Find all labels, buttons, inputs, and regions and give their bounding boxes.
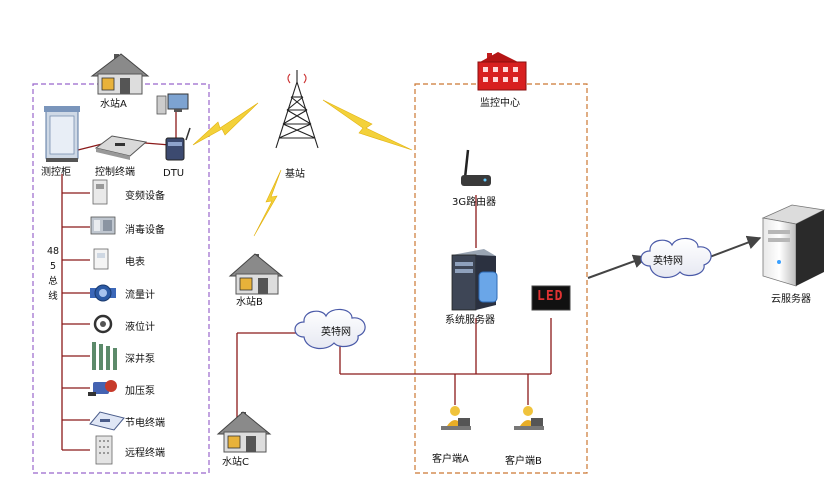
system-server-icon [451, 249, 498, 311]
device-label-disinfection: 消毒设备 [125, 225, 165, 236]
level-gauge-icon [93, 314, 113, 334]
internet-right-label: 英特网 [653, 256, 683, 267]
house-a-icon [90, 53, 150, 95]
base-station-icon [275, 70, 319, 149]
internet-cloud-right-icon [640, 237, 712, 279]
monitor-center-building-icon [477, 52, 527, 91]
control-terminal-label: 控制终端 [95, 167, 135, 178]
device-label-flowmeter: 流量计 [125, 290, 155, 301]
flowmeter-icon [90, 284, 116, 302]
booster-pump-icon [88, 380, 117, 396]
device-icons [88, 179, 125, 465]
inverter-icon [92, 179, 108, 205]
cloud-server-icon [761, 204, 826, 287]
monitor-center-title: 监控中心 [480, 98, 520, 109]
client-a-icon [441, 406, 471, 430]
client-b-label: 客户端B [505, 456, 542, 467]
bus-lines [61, 110, 177, 451]
arrow-to-cloud-server [706, 235, 762, 259]
wireless-links [192, 99, 413, 237]
cloud-server-label: 云服务器 [771, 294, 811, 305]
station-a-title: 水站A [100, 99, 127, 110]
house-c-icon [216, 411, 272, 453]
control-cabinet-icon [44, 106, 80, 162]
device-label-deep-well-pump: 深井泵 [125, 354, 155, 365]
lightning-a-icon [192, 102, 259, 146]
router-label: 3G路由器 [452, 197, 497, 208]
house-b-icon [228, 253, 284, 295]
remote-terminal-icon [95, 435, 113, 465]
dtu-icon [165, 127, 191, 161]
device-label-level-gauge: 液位计 [125, 322, 155, 333]
internet-cloud-left-icon [294, 308, 366, 350]
deep-well-pump-icon [92, 342, 117, 370]
disinfection-icon [90, 216, 116, 235]
control-cabinet-label: 测控柜 [41, 167, 71, 178]
client-b-icon [514, 406, 544, 430]
meter-icon [93, 248, 109, 270]
arrow-to-internet [587, 254, 648, 279]
base-station-label: 基站 [285, 169, 305, 180]
led-text: LED [537, 289, 564, 304]
dtu-label: DTU [163, 168, 185, 179]
device-label-inverter: 变频设备 [125, 191, 165, 202]
system-server-label: 系统服务器 [445, 315, 495, 326]
device-label-meter: 电表 [125, 257, 145, 268]
device-label-remote-terminal: 远程终端 [125, 448, 165, 459]
internet-left-label: 英特网 [321, 327, 351, 338]
center-links [236, 195, 552, 420]
station-b-label: 水站B [236, 297, 263, 308]
router-icon [461, 149, 491, 186]
control-terminal-icon [94, 135, 148, 160]
bus-label: 485总线 [46, 246, 60, 302]
device-label-power-saving-terminal: 节电终端 [125, 418, 165, 429]
led-board-icon [531, 285, 571, 311]
station-c-label: 水站C [222, 457, 249, 468]
monitor-center-boundary [414, 83, 588, 474]
power-saving-terminal-icon [89, 411, 125, 431]
lightning-b-icon [253, 169, 282, 237]
lightning-center-icon [322, 99, 413, 151]
device-label-booster-pump: 加压泵 [125, 386, 155, 397]
computer-icon [156, 93, 189, 115]
client-a-label: 客户端A [432, 454, 469, 465]
